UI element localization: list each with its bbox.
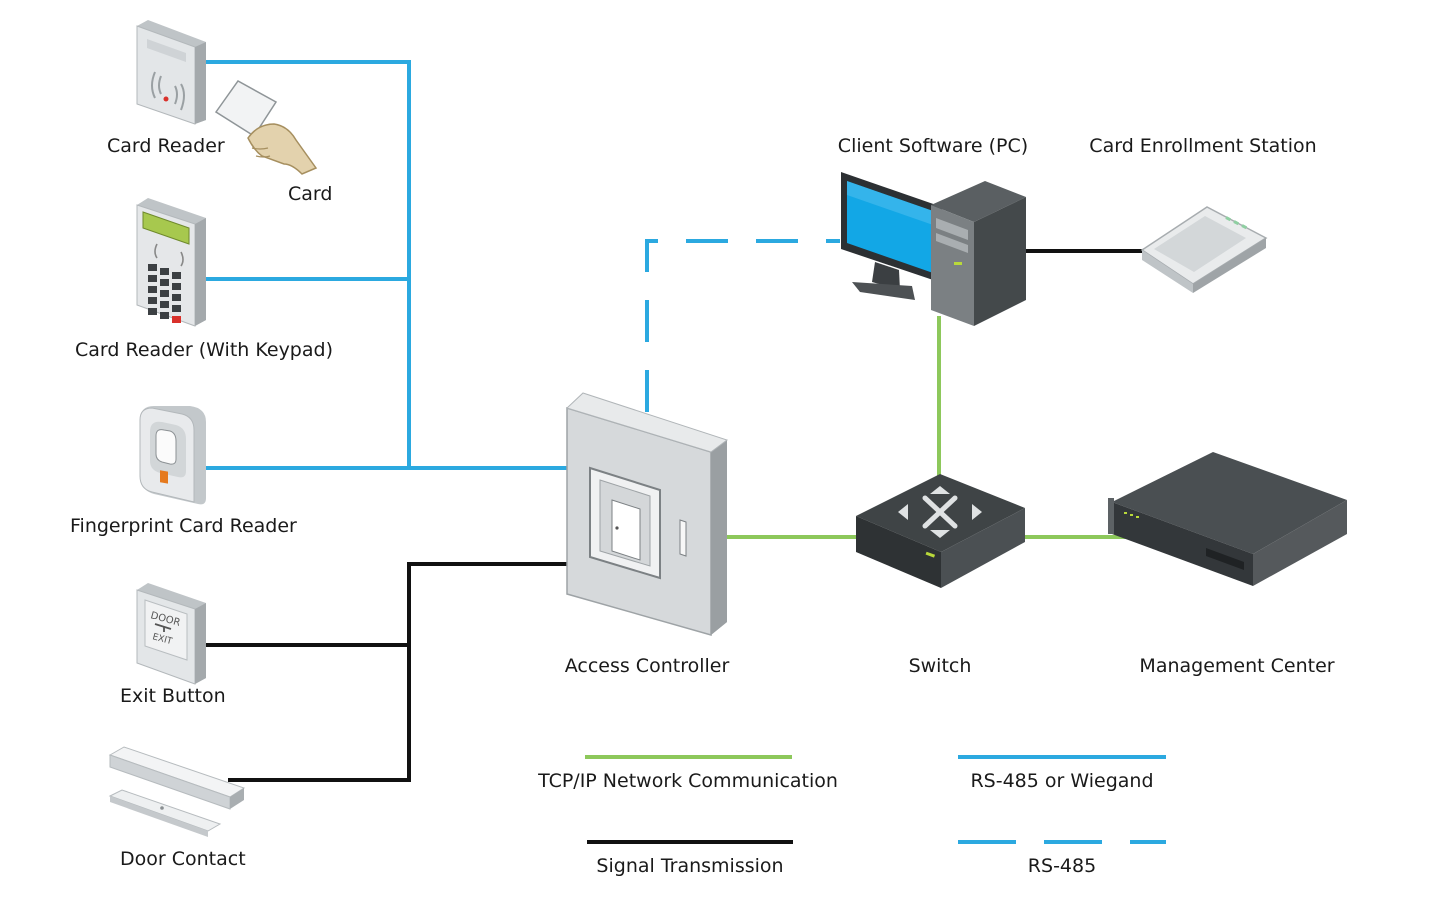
keypad-key — [148, 275, 157, 282]
keypad-keys — [148, 264, 181, 323]
label-switch: Switch — [908, 655, 972, 677]
magnetic-contact-icon — [108, 746, 246, 837]
legend-label-rs485-wiegand: RS-485 or Wiegand — [970, 770, 1154, 792]
label-client-software: Client Software (PC) — [837, 135, 1029, 157]
card-reader-icon — [136, 20, 206, 125]
keypad-key — [160, 268, 169, 275]
line-card-reader — [205, 60, 411, 468]
legend-label-tcpip: TCP/IP Network Communication — [538, 770, 838, 792]
keypad-key — [172, 294, 181, 301]
desktop-pc-icon — [841, 172, 1026, 326]
legend-label-rs485: RS-485 — [1027, 855, 1097, 877]
label-card: Card — [288, 183, 333, 205]
keypad-key — [148, 297, 157, 304]
fingerprint-reader-icon — [139, 406, 206, 505]
label-card-reader-keypad: Card Reader (With Keypad) — [75, 339, 333, 361]
rack-server-icon — [1108, 452, 1347, 586]
keypad-key — [148, 308, 157, 315]
keypad-key — [160, 290, 169, 297]
legend — [585, 755, 1166, 844]
keypad-key — [160, 301, 169, 308]
exit-button-icon: DOOR EXIT — [136, 583, 206, 685]
label-access-controller: Access Controller — [564, 655, 730, 677]
keypad-key — [148, 286, 157, 293]
rs485-wiegand-bus — [205, 60, 567, 470]
label-exit-button: Exit Button — [120, 685, 226, 707]
label-card-enrollment: Card Enrollment Station — [1089, 135, 1317, 157]
line-rs485-controller-pc — [645, 239, 840, 412]
keypad-key — [172, 283, 181, 290]
legend-label-signal: Signal Transmission — [596, 855, 784, 877]
enrollment-pad-icon — [1140, 206, 1268, 293]
keypad-key — [172, 305, 181, 312]
keypad-key — [160, 312, 169, 319]
keypad-reader-icon — [136, 198, 206, 327]
network-switch-icon — [856, 474, 1025, 588]
keypad-key — [172, 272, 181, 279]
label-card-reader: Card Reader — [107, 135, 225, 157]
hand-card-icon — [214, 80, 318, 175]
line-door-contact — [228, 562, 567, 782]
label-fingerprint-reader: Fingerprint Card Reader — [70, 515, 297, 537]
keypad-key — [172, 316, 181, 323]
keypad-key — [148, 264, 157, 271]
label-door-contact: Door Contact — [120, 848, 246, 870]
keypad-key — [160, 279, 169, 286]
controller-cabinet-icon — [566, 392, 729, 636]
label-management-center: Management Center — [1139, 655, 1335, 677]
signal-bus — [205, 249, 1142, 782]
